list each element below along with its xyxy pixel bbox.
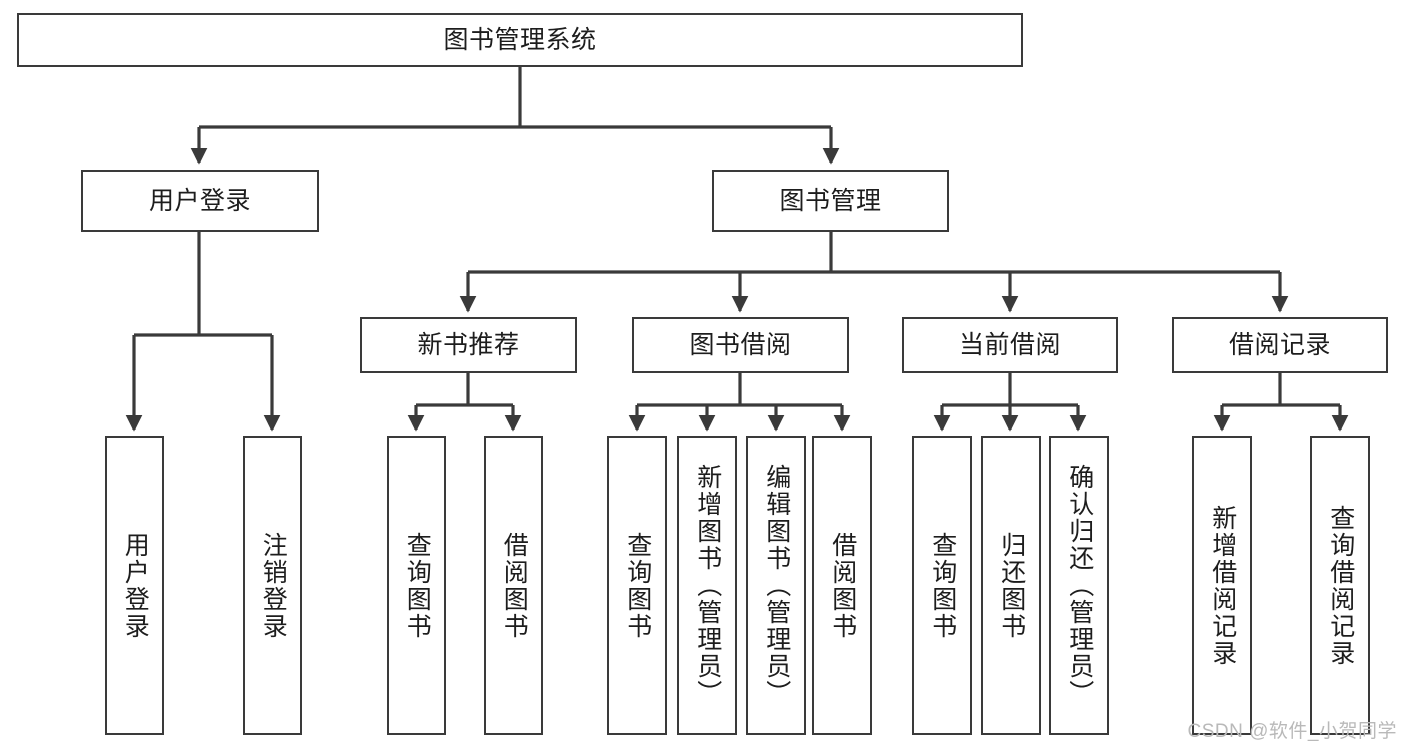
node-label: 当前借阅	[958, 330, 1061, 359]
node-leaf-query-book-3[interactable]: 查询图书	[912, 436, 972, 735]
node-label: 编辑图书（管理员）	[762, 464, 791, 707]
node-label: 借阅图书	[500, 531, 529, 640]
node-leaf-user-login[interactable]: 用户登录	[105, 436, 164, 735]
node-leaf-query-book-2[interactable]: 查询图书	[607, 436, 667, 735]
node-leaf-return-book[interactable]: 归还图书	[981, 436, 1041, 735]
node-leaf-borrow-book-1[interactable]: 借阅图书	[484, 436, 543, 735]
node-current-borrow[interactable]: 当前借阅	[902, 317, 1118, 373]
node-label: 图书管理系统	[443, 25, 597, 54]
node-new-book-recommend[interactable]: 新书推荐	[360, 317, 577, 373]
node-root-book-management-system[interactable]: 图书管理系统	[17, 13, 1023, 67]
node-label: 查询图书	[403, 531, 432, 640]
node-book-borrow[interactable]: 图书借阅	[632, 317, 849, 373]
node-leaf-edit-book[interactable]: 编辑图书（管理员）	[746, 436, 806, 735]
node-label: 用户登录	[121, 531, 150, 640]
node-leaf-borrow-book-2[interactable]: 借阅图书	[812, 436, 872, 735]
node-label: 新增借阅记录	[1208, 504, 1237, 667]
node-borrow-record[interactable]: 借阅记录	[1172, 317, 1388, 373]
node-label: 用户登录	[148, 186, 251, 215]
node-label: 查询借阅记录	[1326, 504, 1355, 667]
node-label: 注销登录	[259, 531, 288, 640]
node-leaf-confirm-return[interactable]: 确认归还（管理员）	[1049, 436, 1109, 735]
csdn-watermark: CSDN @软件_小贺同学	[1187, 721, 1397, 742]
node-label: 确认归还（管理员）	[1065, 464, 1094, 707]
node-label: 借阅图书	[828, 531, 857, 640]
node-book-management[interactable]: 图书管理	[712, 170, 949, 232]
node-leaf-logout-login[interactable]: 注销登录	[243, 436, 302, 735]
node-label: 新增图书（管理员）	[693, 464, 722, 707]
node-leaf-query-record[interactable]: 查询借阅记录	[1310, 436, 1370, 735]
node-label: 归还图书	[997, 531, 1026, 640]
node-leaf-add-book[interactable]: 新增图书（管理员）	[677, 436, 737, 735]
node-label: 借阅记录	[1228, 330, 1331, 359]
node-leaf-query-book-1[interactable]: 查询图书	[387, 436, 446, 735]
node-leaf-add-record[interactable]: 新增借阅记录	[1192, 436, 1252, 735]
node-label: 图书管理	[779, 186, 882, 215]
node-user-login[interactable]: 用户登录	[81, 170, 319, 232]
node-label: 查询图书	[928, 531, 957, 640]
node-label: 查询图书	[623, 531, 652, 640]
node-label: 新书推荐	[417, 330, 520, 359]
node-label: 图书借阅	[689, 330, 792, 359]
